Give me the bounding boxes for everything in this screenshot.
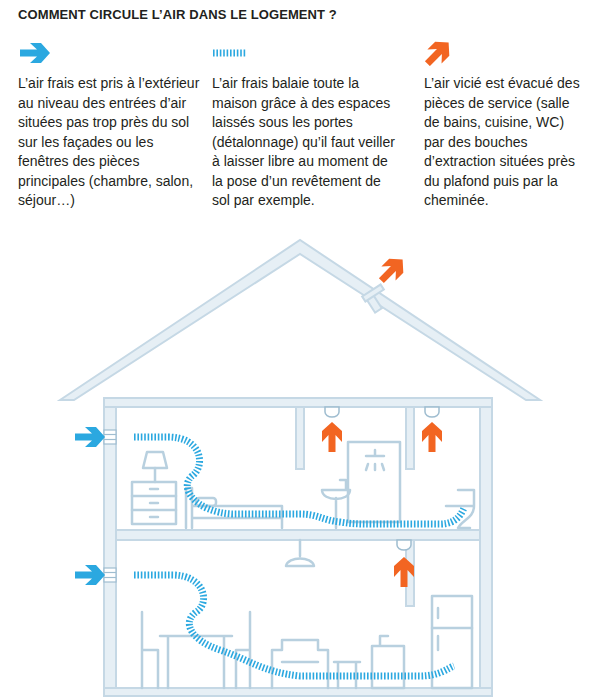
legend-item: L’air vicié est évacué des pièces de ser…	[424, 40, 584, 211]
legend-symbol	[18, 40, 62, 66]
house-structure	[60, 240, 540, 696]
legend-symbol	[424, 40, 468, 66]
legend-item: L’air frais est pris à l’extérieur au ni…	[18, 40, 200, 211]
legend-item: L’air frais balaie toute la maison grâce…	[212, 40, 398, 211]
fresh-air-inlet-arrow	[75, 427, 105, 585]
legend-text: L’air frais balaie toute la maison grâce…	[212, 74, 398, 211]
air-inlet	[104, 430, 116, 582]
legend-text: L’air frais est pris à l’extérieur au ni…	[18, 74, 200, 211]
stale-air-arrow	[322, 252, 442, 587]
fresh-air-flow	[134, 437, 464, 676]
title: COMMENT CIRCULE L’AIR DANS LE LOGEMENT ?	[18, 7, 337, 22]
extraction-vent	[325, 407, 439, 550]
legend-symbol	[212, 40, 256, 66]
furniture	[132, 442, 474, 688]
legend-text: L’air vicié est évacué des pièces de ser…	[424, 74, 584, 211]
